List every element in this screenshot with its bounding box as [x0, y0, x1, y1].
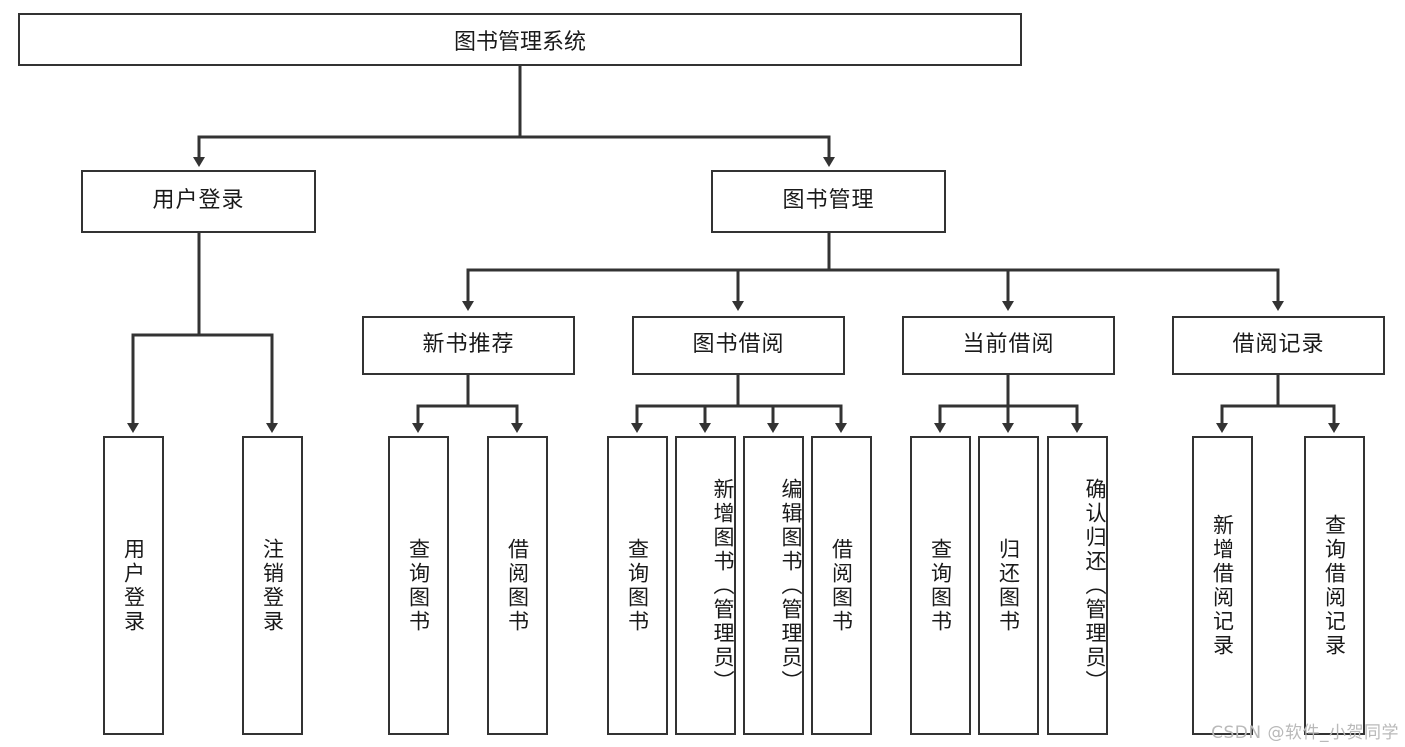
node-label: 借阅图书 [829, 537, 854, 634]
node-leaf-return-book[interactable]: 归还图书 [978, 436, 1039, 735]
node-label: 用户登录 [121, 537, 146, 634]
node-label: 新增图书（管理员） [711, 477, 735, 694]
node-book-management[interactable]: 图书管理 [711, 170, 946, 233]
node-label: 借阅图书 [505, 537, 530, 634]
node-leaf-confirm-return-admin[interactable]: 确认归还（管理员） [1047, 436, 1108, 735]
node-label: 编辑图书（管理员） [779, 477, 803, 694]
node-label: 图书借阅 [692, 332, 785, 358]
node-label: 查询图书 [625, 537, 650, 634]
node-leaf-add-book-admin[interactable]: 新增图书（管理员） [675, 436, 736, 735]
node-book-borrow[interactable]: 图书借阅 [632, 316, 845, 375]
node-leaf-edit-book-admin[interactable]: 编辑图书（管理员） [743, 436, 804, 735]
node-new-book-recommend[interactable]: 新书推荐 [362, 316, 575, 375]
node-leaf-user-login[interactable]: 用户登录 [103, 436, 164, 735]
node-label: 图书管理 [782, 188, 875, 214]
node-leaf-borrow-book[interactable]: 借阅图书 [811, 436, 872, 735]
node-current-borrow[interactable]: 当前借阅 [902, 316, 1115, 375]
node-label: 查询图书 [406, 537, 431, 634]
node-leaf-query-book-borrow[interactable]: 查询图书 [607, 436, 668, 735]
node-label: 新书推荐 [422, 332, 515, 358]
node-leaf-borrow-book-recommend[interactable]: 借阅图书 [487, 436, 548, 735]
node-root-book-management-system[interactable]: 图书管理系统 [18, 13, 1022, 66]
node-label: 新增借阅记录 [1210, 513, 1235, 658]
node-borrow-record[interactable]: 借阅记录 [1172, 316, 1385, 375]
node-leaf-query-book-recommend[interactable]: 查询图书 [388, 436, 449, 735]
node-label: 用户登录 [152, 188, 245, 214]
node-leaf-logout[interactable]: 注销登录 [242, 436, 303, 735]
node-label: 确认归还（管理员） [1083, 477, 1107, 694]
node-label: 查询借阅记录 [1322, 513, 1347, 658]
node-label: 归还图书 [996, 537, 1021, 634]
node-leaf-query-borrow-record[interactable]: 查询借阅记录 [1304, 436, 1365, 735]
node-label: 图书管理系统 [453, 29, 586, 55]
watermark: CSDN @软件_小贺同学 [1211, 723, 1399, 743]
node-leaf-query-book-current[interactable]: 查询图书 [910, 436, 971, 735]
node-user-login[interactable]: 用户登录 [81, 170, 316, 233]
node-label: 当前借阅 [962, 332, 1055, 358]
node-label: 借阅记录 [1232, 332, 1325, 358]
node-label: 注销登录 [260, 537, 285, 634]
node-leaf-add-borrow-record[interactable]: 新增借阅记录 [1192, 436, 1253, 735]
node-label: 查询图书 [928, 537, 953, 634]
